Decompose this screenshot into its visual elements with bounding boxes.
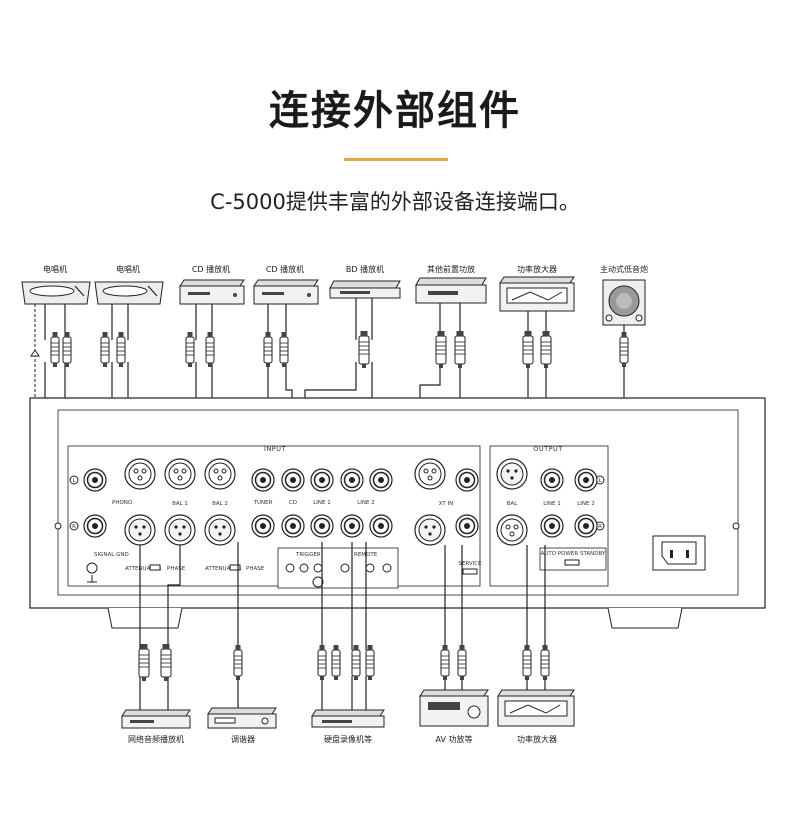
channel-r-marker: R (598, 524, 602, 530)
device-cd-player-1: CD 播放机 (179, 264, 245, 305)
ground-terminal-icon (30, 349, 40, 357)
port-label-bal1: BAL 1 (172, 501, 188, 507)
device-label: CD 播放机 (192, 264, 230, 274)
device-active-subwoofer: 主动式低音炮 (600, 264, 648, 326)
service-label: SERVICE (458, 561, 482, 567)
channel-l-marker: L (72, 478, 76, 484)
auto-power-standby-switch[interactable]: AUTO POWER STANDBY (539, 547, 607, 571)
service-port[interactable]: SERVICE (458, 561, 482, 575)
title-accent-bar (344, 158, 448, 161)
attenuator-label: ATTENUATOR (205, 566, 242, 572)
device-label: 调谐器 (231, 734, 255, 744)
bottom-plugs (138, 643, 550, 682)
device-label: 电唱机 (43, 264, 67, 274)
phase-label: PHASE (167, 566, 186, 572)
top-plugs (50, 330, 629, 369)
channel-l-marker: L (598, 478, 602, 484)
port-label-line1: LINE 1 (313, 500, 331, 506)
device-label: CD 播放机 (266, 264, 304, 274)
device-other-preamp: 其他前置功放 (415, 264, 487, 304)
device-label: 功率放大器 (517, 734, 557, 744)
signal-gnd-label: SIGNAL GND (94, 552, 129, 558)
port-label-cd: CD (289, 500, 297, 506)
device-power-amp-2: 功率放大器 (497, 689, 575, 744)
bal-input-jacks[interactable]: BAL 1 BAL 2 (124, 458, 236, 546)
device-av-receiver: AV 功放等 (419, 689, 489, 744)
amplifier-rear-panel: INPUT OUTPUT L R L R PHONO BAL 1 BAL 2 (29, 397, 766, 629)
output-section-label: OUTPUT (533, 445, 563, 453)
device-turntable-2: 电唱机 (94, 264, 164, 305)
channel-r-marker: R (72, 524, 76, 530)
signal-gnd-terminal[interactable]: SIGNAL GND (86, 552, 129, 583)
input-section-label: INPUT (264, 445, 286, 453)
device-label: 其他前置功放 (427, 264, 475, 274)
phono-jacks[interactable]: PHONO (83, 468, 133, 538)
attenuator-label: ATTENUATOR (125, 566, 162, 572)
xt-in-jacks[interactable]: XT IN (414, 458, 479, 546)
device-network-player: 网络音频播放机 (121, 709, 191, 744)
device-power-amp: 功率放大器 (499, 264, 575, 312)
rca-input-jacks[interactable]: TUNER CD LINE 1 LINE 2 (251, 468, 393, 538)
bal-attenuator-switches[interactable]: ATTENUATOR PHASE ATTENUATOR PHASE (125, 564, 265, 572)
port-label-bal-out: BAL (507, 501, 519, 507)
device-turntable-1: 电唱机 (21, 264, 91, 305)
output-jacks[interactable]: BAL LINE 1 LINE 2 (496, 458, 598, 546)
device-label: AV 功放等 (436, 734, 473, 744)
port-label-phono: PHONO (112, 500, 133, 506)
device-cd-player-2: CD 播放机 (253, 264, 319, 305)
device-tuner: 调谐器 (207, 707, 277, 744)
phase-label: PHASE (246, 566, 265, 572)
device-label: 网络音频播放机 (128, 734, 184, 744)
device-label: 功率放大器 (517, 264, 557, 274)
device-label: 硬盘录像机等 (324, 734, 372, 744)
device-label: 主动式低音炮 (600, 264, 648, 274)
port-label-xt-in: XT IN (439, 501, 454, 507)
device-label: 电唱机 (116, 264, 140, 274)
port-label-tuner: TUNER (253, 500, 273, 506)
trigger-remote-block[interactable]: TRIGGER REMOTE (277, 547, 399, 589)
device-label: BD 播放机 (346, 264, 384, 274)
port-label-line2-out: LINE 2 (577, 501, 595, 507)
trigger-label: TRIGGER (295, 552, 321, 558)
ac-inlet[interactable] (652, 535, 706, 571)
port-label-line1-out: LINE 1 (543, 501, 561, 507)
port-label-bal2: BAL 2 (212, 501, 228, 507)
page-title: 连接外部组件 (269, 88, 521, 134)
device-hdd-recorder: 硬盘录像机等 (311, 709, 385, 744)
auto-standby-label: AUTO POWER STANDBY (541, 551, 606, 557)
port-label-line2: LINE 2 (357, 500, 375, 506)
device-bd-player: BD 播放机 (329, 264, 401, 299)
page-subtitle: C-5000提供丰富的外部设备连接端口。 (210, 190, 580, 214)
